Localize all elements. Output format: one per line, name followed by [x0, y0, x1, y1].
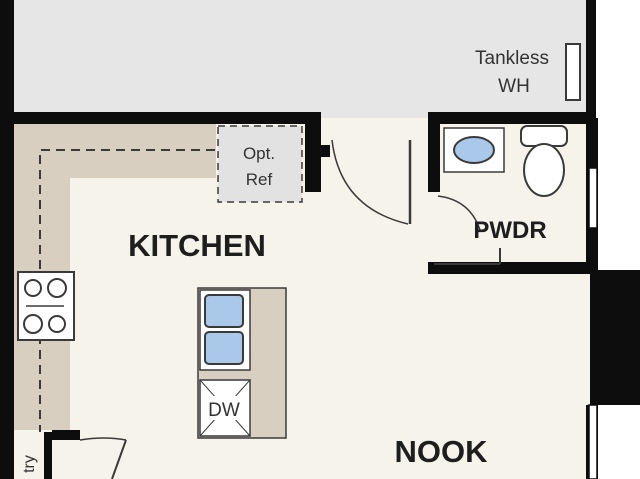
door-jamb-lower	[305, 145, 330, 157]
window-nook	[588, 404, 598, 479]
tankless-label-line2: WH	[498, 76, 530, 97]
opt-ref-space	[217, 125, 303, 203]
opt-ref-label-line1: Opt.	[243, 144, 275, 163]
garage-kitchen-wall-right	[428, 112, 596, 124]
tankless-label-line1: Tankless	[475, 48, 549, 69]
nook-label: NOOK	[395, 434, 489, 469]
garage-kitchen-wall-left	[0, 112, 312, 124]
kitchen-counter	[14, 124, 216, 430]
opt-ref-label-line2: Ref	[246, 170, 273, 189]
powder-label: PWDR	[473, 217, 546, 244]
water-heater-icon	[565, 43, 581, 101]
window-powder	[588, 167, 598, 229]
powder-door	[434, 195, 501, 265]
dishwasher-icon	[199, 379, 251, 437]
kitchen-label: KITCHEN	[128, 228, 266, 263]
pantry-area	[14, 430, 127, 479]
garage-entry-door	[331, 139, 412, 225]
left-exterior-wall	[0, 0, 14, 479]
right-exterior-column	[590, 270, 640, 405]
upper-cabinet-dashed-line	[39, 149, 216, 479]
entry-gap-floor	[312, 118, 430, 138]
lavatory-sink-icon	[443, 127, 505, 173]
right-exterior-wall-upper	[586, 0, 596, 118]
powder-wall-left	[428, 112, 440, 192]
double-sink-icon	[199, 289, 251, 371]
toilet-icon	[520, 125, 568, 197]
dishwasher-label: DW	[208, 400, 240, 421]
garage-floor	[14, 0, 586, 118]
pantry-label-fragment: try	[21, 455, 38, 473]
cooktop-icon	[17, 271, 75, 341]
